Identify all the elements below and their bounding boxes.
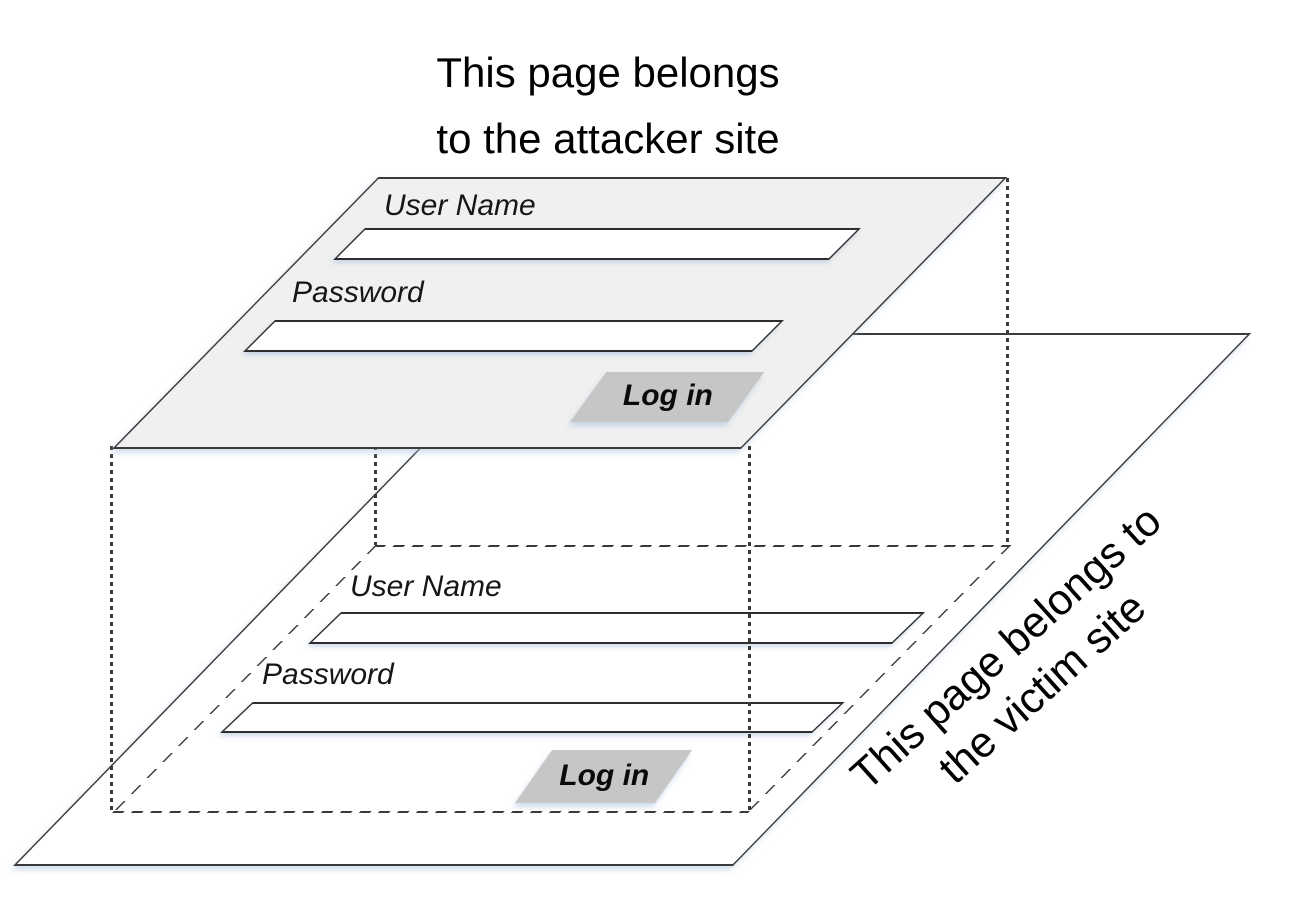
projection-outline-left-edge: [112, 545, 378, 813]
projection-outline-bottom-edge: [112, 811, 750, 813]
attacker-login-button-label: Log in: [622, 379, 713, 412]
victim-username-label: User Name: [350, 570, 502, 603]
projection-line-top-left: [374, 446, 377, 545]
attacker-username-label: User Name: [384, 189, 536, 222]
title-line-2: to the attacker site: [436, 115, 780, 162]
attacker-password-label: Password: [292, 276, 424, 309]
attacker-login-button[interactable]: Log in: [570, 372, 765, 422]
title-line-1: This page belongs: [436, 49, 780, 96]
projection-line-top-right: [1006, 178, 1009, 545]
attacker-username-input[interactable]: [333, 228, 861, 260]
page-title: This page belongs to the attacker site: [308, 40, 908, 172]
projection-line-bottom-left: [110, 446, 113, 813]
projection-line-bottom-right: [748, 446, 751, 813]
projection-outline-top-edge: [373, 545, 1012, 547]
victim-password-label: Password: [262, 658, 394, 691]
attacker-password-input[interactable]: [243, 320, 784, 352]
